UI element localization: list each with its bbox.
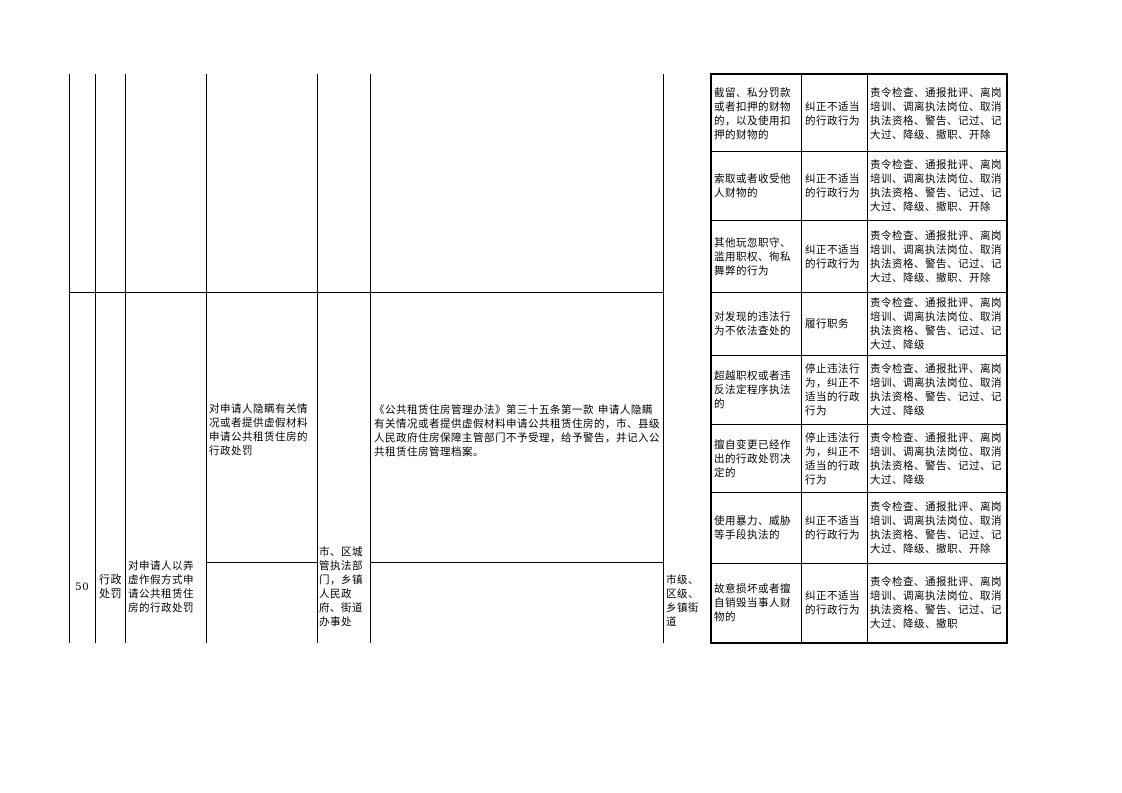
col-line xyxy=(95,74,96,643)
row-line xyxy=(710,292,1007,293)
col-line xyxy=(69,74,70,643)
cell-liability: 责令检查、通报批评、离岗培训、调离执法岗位、取消执法资格、警告、记过、记大过、降… xyxy=(870,229,1002,284)
row-line xyxy=(370,562,663,563)
cell-liability: 责令检查、通报批评、离岗培训、调离执法岗位、取消执法资格、警告、记过、记大过、降… xyxy=(870,86,1002,141)
cell-liability: 责令检查、通报批评、离岗培训、调离执法岗位、取消执法资格、警告、记过、记大过、降… xyxy=(870,159,1002,213)
item-basis: 《公共租赁住房管理办法》第三十五条第一款 申请人隐瞒有关情况或者提供虚假材料申请… xyxy=(374,404,660,458)
row-line xyxy=(710,492,1007,493)
cell-type: 停止违法行为，纠正不适当的行政行为 xyxy=(805,431,860,486)
row-line xyxy=(710,563,1007,564)
cell-type: 纠正不适当的行政行为 xyxy=(805,590,860,616)
cell-liability: 责令检查、通报批评、离岗培训、调离执法岗位、取消执法资格、警告、记过、记大过、降… xyxy=(870,363,1002,417)
cell-conduct: 索取或者收受他人财物的 xyxy=(714,173,791,199)
cell-type: 纠正不适当的行政行为 xyxy=(805,515,860,541)
cell-conduct: 超越职权或者违反法定程序执法的 xyxy=(714,370,791,410)
row-line xyxy=(69,292,663,293)
row-line xyxy=(710,73,1008,75)
row-line xyxy=(206,562,317,563)
cell-liability: 责令检查、通报批评、离岗培训、调离执法岗位、取消执法资格、警告、记过、记大过、降… xyxy=(870,576,1002,630)
col-line xyxy=(663,74,664,643)
col-line xyxy=(370,74,371,643)
item-level: 市级、区级、乡镇街道 xyxy=(666,574,699,628)
item-subject: 市、区城管执法部门，乡镇人民政府、街道办事处 xyxy=(319,546,363,628)
row-line xyxy=(710,220,1007,221)
item-number: 50 xyxy=(75,581,90,593)
cell-conduct: 对发现的违法行为不依法查处的 xyxy=(714,311,791,337)
item-name: 对申请人以弄虚作假方式申请公共租赁住房的行政处罚 xyxy=(128,560,194,614)
cell-conduct: 擅自变更已经作出的行政处罚决定的 xyxy=(714,438,791,479)
cell-conduct: 其他玩忽职守、滥用职权、徇私舞弊的行为 xyxy=(714,236,791,277)
cell-type: 停止违法行为，纠正不适当的行政行为 xyxy=(805,363,860,417)
col-line xyxy=(801,73,802,644)
cell-type: 纠正不适当的行政行为 xyxy=(805,173,860,199)
col-line xyxy=(1006,73,1008,644)
cell-liability: 责令检查、通报批评、离岗培训、调离执法岗位、取消执法资格、警告、记过、记大过、降… xyxy=(870,501,1002,555)
col-line xyxy=(867,73,868,644)
col-line xyxy=(710,73,712,644)
cell-type: 纠正不适当的行政行为 xyxy=(805,100,860,127)
item-sub-item: 对申请人隐瞒有关情况或者提供虚假材料申请公共租赁住房的行政处罚 xyxy=(209,403,308,457)
cell-liability: 责令检查、通报批评、离岗培训、调离执法岗位、取消执法资格、警告、记过、记大过、降… xyxy=(870,297,1002,351)
cell-type: 履行职务 xyxy=(805,318,849,330)
row-line xyxy=(710,151,1007,152)
cell-conduct: 截留、私分罚款或者扣押的财物的，以及使用扣押的财物的 xyxy=(714,86,791,141)
col-line xyxy=(317,74,318,643)
col-line xyxy=(206,74,207,643)
item-category: 行政处罚 xyxy=(99,573,122,600)
cell-liability: 责令检查、通报批评、离岗培训、调离执法岗位、取消执法资格、警告、记过、记大过、降… xyxy=(870,431,1002,486)
row-line xyxy=(710,355,1007,356)
cell-conduct: 故意损坏或者擅自销毁当事人财物的 xyxy=(714,583,791,623)
row-line xyxy=(710,424,1007,425)
col-line xyxy=(125,74,126,643)
row-line xyxy=(710,642,1008,644)
cell-type: 纠正不适当的行政行为 xyxy=(805,243,860,270)
cell-conduct: 使用暴力、威胁等手段执法的 xyxy=(714,515,791,541)
